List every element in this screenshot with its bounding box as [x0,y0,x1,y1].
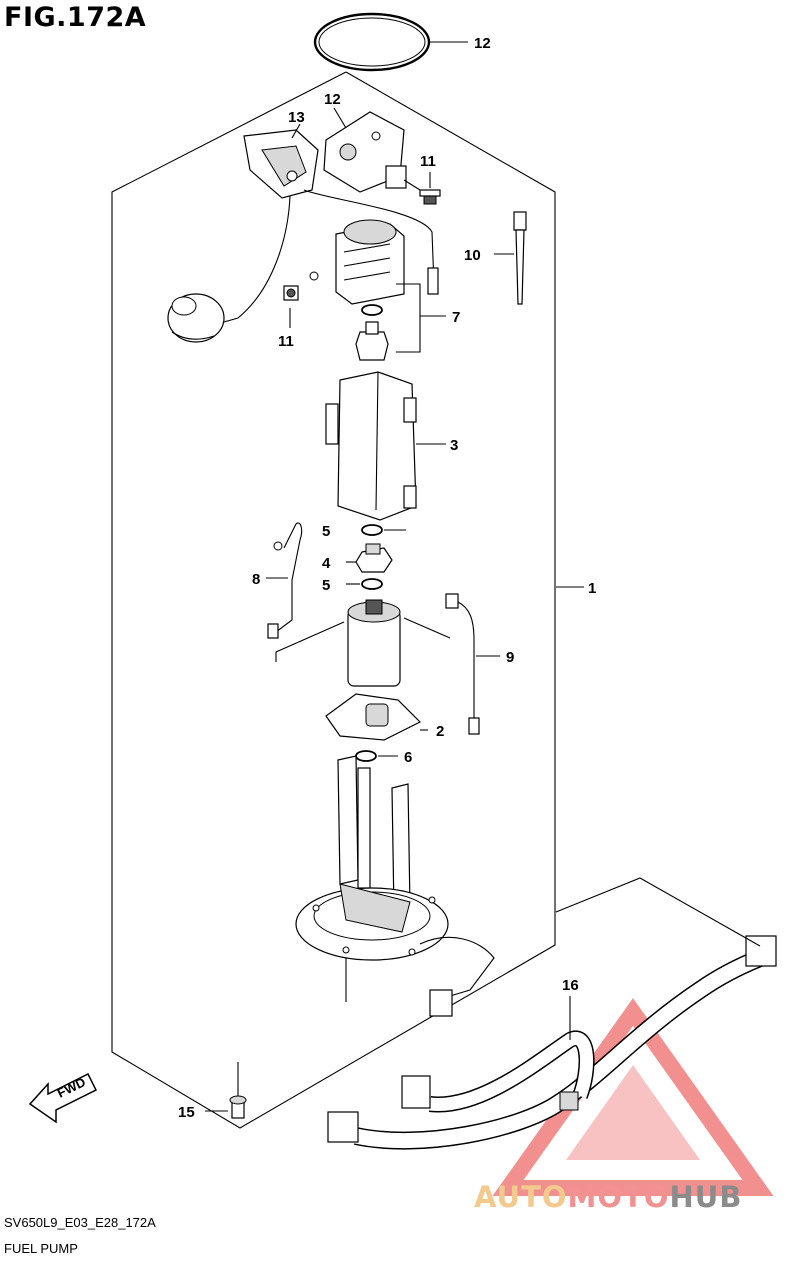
callout-1: 1 [588,580,596,597]
part-16-fuel-hose [327,877,777,1150]
part-3-housing [325,371,446,521]
callout-12: 12 [324,91,341,108]
part-12-cover-plate [323,111,421,193]
callout-6: 6 [404,749,412,766]
part-5-seal-upper [361,524,406,536]
watermark-hub: HUB [669,1180,743,1214]
part-13-fuel-level-gauge [209,129,439,327]
part-14-gasket [313,12,431,72]
part-9-lead-wire [445,593,500,735]
part-7-regulator [335,219,446,361]
callout-8: 8 [252,571,260,588]
callout-2: 2 [436,723,444,740]
pump-bracket-flange [295,755,495,1017]
part-4-cushion [346,543,393,573]
callout-5-lower: 5 [322,577,330,594]
part-11-screw-upper [419,189,441,205]
callout-7: 7 [452,309,460,326]
part-10-cable-tie [513,211,527,305]
part-2-plate [325,693,428,741]
callout-5-upper: 5 [322,523,330,540]
callout-16: 16 [562,977,579,994]
callout-3: 3 [450,437,458,454]
part-5-seal-lower [346,578,383,590]
callout-labels: 12 13 12 11 10 7 11 3 5 4 5 8 1 9 2 6 16… [178,35,596,1121]
callout-15: 15 [178,1104,195,1121]
assembly-outline [111,71,556,1129]
callout-11-upper: 11 [420,153,436,170]
watermark-moto: MOTO [567,1180,670,1214]
callout-4: 4 [322,555,331,572]
figure-title: FIG.172A [4,2,147,33]
part-8-lead-wire [266,522,303,639]
callout-11-lower: 11 [278,333,294,350]
part-6-o-ring [355,750,398,762]
part-11-screw-lower [283,271,319,301]
callout-10: 10 [464,247,481,264]
part-15-bolt [205,1062,247,1119]
callout-13: 13 [288,109,305,126]
watermark-logo-text: AUTOMOTOHUB [474,1180,742,1214]
diagram-caption: FUEL PUMP [4,1241,78,1256]
leader-lines [289,41,584,588]
watermark-auto: AUTO [474,1180,568,1214]
part-13-float [167,293,225,343]
diagram-code: SV650L9_E03_E28_172A [4,1215,156,1230]
fwd-direction-arrow-icon: FWD [28,1072,98,1124]
callout-9: 9 [506,649,514,666]
callout-14: 12 [474,35,491,52]
fuel-pump-motor [275,599,451,687]
